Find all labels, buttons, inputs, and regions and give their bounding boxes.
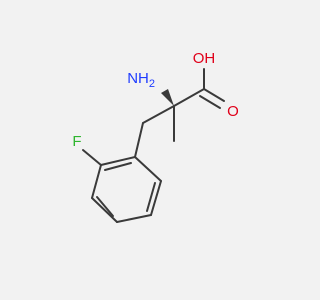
bonds <box>82 68 225 223</box>
bond-c-o-double-1 <box>203 88 225 102</box>
amino-subscript: 2 <box>149 78 155 90</box>
bond-ch2-ring <box>134 122 144 158</box>
ring-double-2 <box>96 196 114 217</box>
ring-bond-1 <box>134 156 162 182</box>
structure-svg: OH O NH2 F <box>72 50 239 223</box>
bond-c-o-double-2 <box>199 95 221 109</box>
hydroxyl-oxygen-label: OH <box>193 50 216 67</box>
ring-bond-4 <box>91 197 118 223</box>
fluorine-label: F <box>72 133 81 150</box>
bond-calpha-ch2 <box>142 105 175 124</box>
ring-bond-5 <box>91 164 102 199</box>
ring-bond-2 <box>150 180 162 216</box>
wedge-bond-calpha-n <box>161 89 174 106</box>
ring-bond-3 <box>116 214 152 223</box>
ring-double-1 <box>146 182 156 212</box>
ring-bond-6 <box>100 156 136 166</box>
amino-nh-text: NH <box>127 70 149 87</box>
bond-calpha-ccooh <box>173 88 205 107</box>
molecule-diagram: OH O NH2 F <box>72 50 239 223</box>
amino-nitrogen-label: NH2 <box>127 70 155 90</box>
carbonyl-oxygen-label: O <box>227 103 239 120</box>
bond-c-f <box>82 149 102 166</box>
ring-double-3 <box>104 162 132 171</box>
